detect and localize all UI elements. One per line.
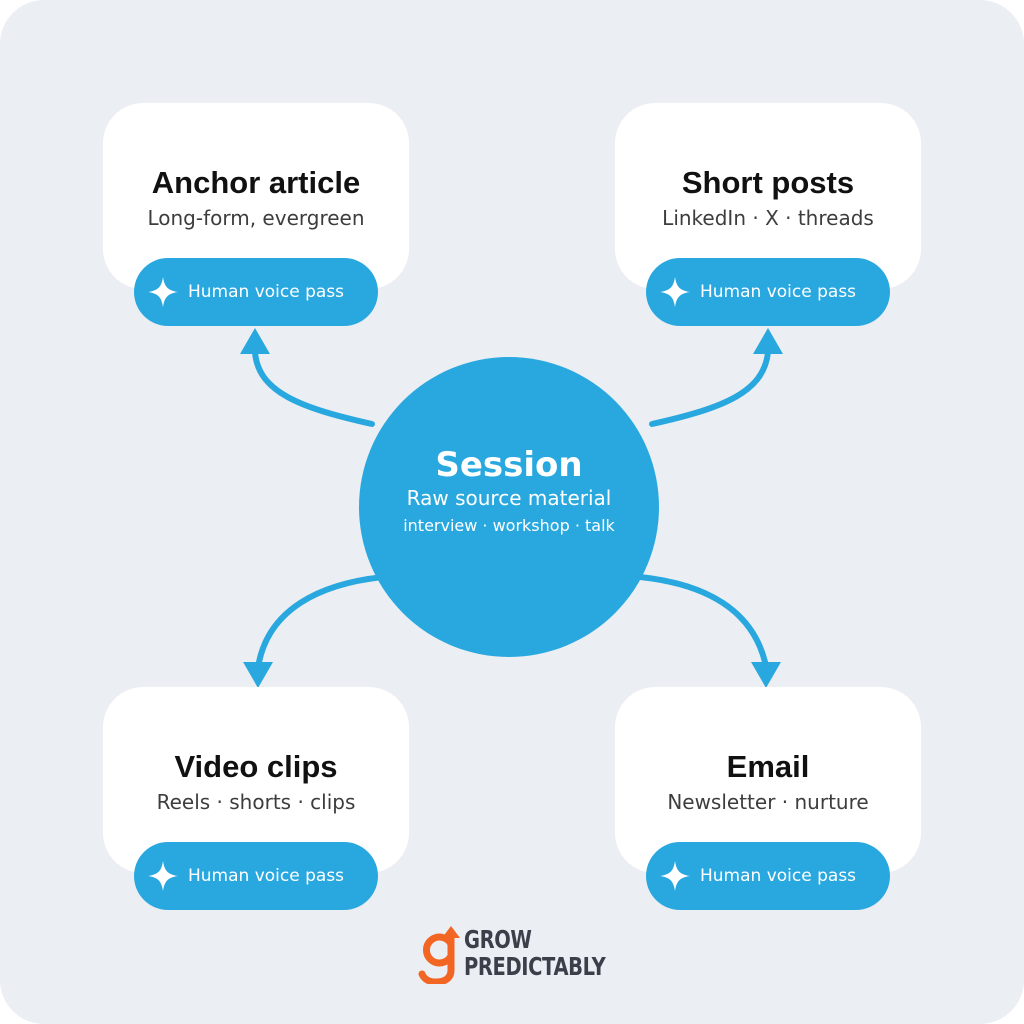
logo-wordmark-line2: PREDICTABLY (464, 952, 606, 981)
human-voice-pass-pill: Human voice pass (134, 842, 378, 910)
pill-label: Human voice pass (700, 282, 857, 302)
arrow-to-short-posts (649, 349, 771, 427)
arrow-to-video-clips (256, 574, 386, 665)
hub-title: Session (435, 445, 583, 485)
card-subtitle: Newsletter · nurture (667, 790, 869, 814)
human-voice-pass-pill: Human voice pass (646, 842, 890, 910)
grow-predictably-logo-icon (418, 926, 460, 984)
sparkle-icon (148, 861, 178, 891)
arrowhead-short-posts (753, 328, 783, 354)
sparkle-icon (660, 277, 690, 307)
sparkle-icon (660, 861, 690, 891)
card-title: Anchor article (151, 165, 361, 200)
card-video-clips: Video clips Reels · shorts · clips (103, 687, 409, 873)
logo-wordmark-line1: GROW (464, 925, 532, 954)
arrowhead-anchor-article (240, 328, 270, 354)
card-subtitle: Long-form, evergreen (147, 206, 365, 230)
grow-predictably-logo: GROW PREDICTABLY (418, 924, 618, 986)
sparkle-icon (148, 277, 178, 307)
card-title: Short posts (681, 165, 855, 200)
arrowhead-email (751, 662, 781, 688)
pill-label: Human voice pass (188, 282, 345, 302)
hub-detail: interview · workshop · talk (403, 516, 615, 535)
human-voice-pass-pill: Human voice pass (646, 258, 890, 326)
human-voice-pass-pill: Human voice pass (134, 258, 378, 326)
pill-label: Human voice pass (700, 866, 857, 886)
card-subtitle: Reels · shorts · clips (156, 790, 356, 814)
arrow-to-email (637, 574, 768, 665)
hub-subtitle: Raw source material (406, 486, 612, 510)
pill-label: Human voice pass (188, 866, 345, 886)
arrow-to-anchor-article (252, 349, 375, 427)
arrowhead-video-clips (243, 662, 273, 688)
session-hub: Session Raw source material interview · … (359, 357, 659, 657)
card-title: Email (726, 749, 810, 784)
card-title: Video clips (174, 749, 338, 784)
card-subtitle: LinkedIn · X · threads (662, 206, 874, 230)
